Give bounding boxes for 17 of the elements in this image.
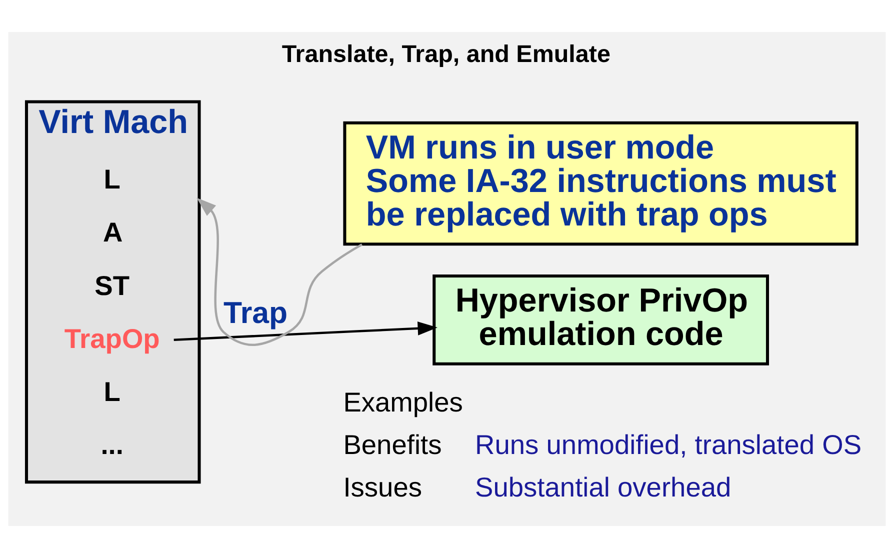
edge-label: Trap xyxy=(223,296,288,330)
node-text: ST xyxy=(94,270,130,301)
node-text: TrapOp xyxy=(64,322,160,354)
label: Substantial overhead xyxy=(475,471,732,502)
label: Issues xyxy=(343,471,422,502)
node-box: Hypervisor PrivOp emulation code xyxy=(432,274,769,366)
label: Runs unmodified, translated OS xyxy=(475,428,862,460)
diagram-title: Translate, Trap, and Emulate xyxy=(282,41,610,68)
node-text: L xyxy=(104,164,120,195)
arrow xyxy=(196,198,362,346)
label: Benefits xyxy=(343,428,442,460)
node-box: VM runs in user mode Some IA-32 instructions must be replaced with trap ops xyxy=(343,121,858,246)
label: Examples xyxy=(343,386,463,418)
node-text: ... xyxy=(100,428,124,460)
node-text: A xyxy=(103,216,123,248)
node-text: L xyxy=(104,376,120,407)
arrow xyxy=(174,322,438,341)
